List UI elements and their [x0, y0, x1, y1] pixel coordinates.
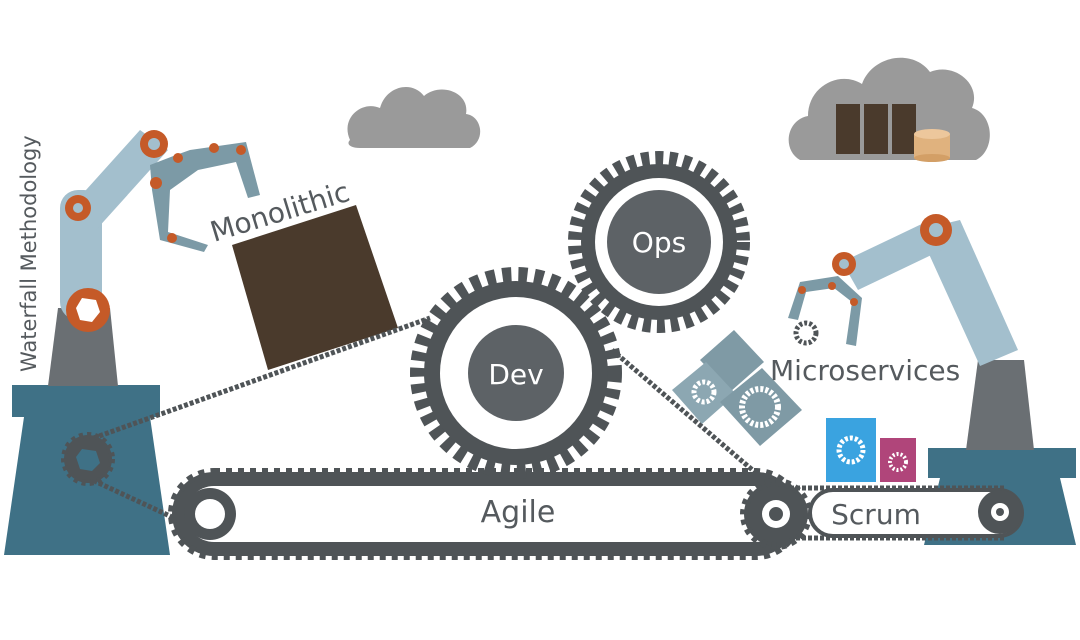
database-icon: [914, 129, 950, 162]
microservice-boxes: [672, 330, 916, 482]
microservices-label: Microservices: [770, 354, 960, 387]
agile-label: Agile: [481, 495, 556, 530]
ops-gear-icon: [568, 151, 750, 333]
gear-icon: [888, 452, 908, 472]
server-block-icon: [864, 104, 888, 154]
ops-label: Ops: [632, 226, 686, 259]
agile-conveyor: [168, 468, 812, 560]
server-block-icon: [892, 104, 916, 154]
dev-gear-icon: [410, 267, 622, 479]
scrum-label: Scrum: [831, 498, 921, 531]
server-block-icon: [836, 104, 860, 154]
scrum-belt: [808, 488, 1024, 538]
gear-icon: [691, 379, 717, 405]
gear-icon: [739, 386, 781, 428]
cloud-left-icon: [347, 86, 481, 148]
cloud-right-icon: [788, 57, 990, 162]
monolith-block: [232, 205, 398, 370]
small-gear-icon: [793, 320, 819, 346]
waterfall-label: Waterfall Methodology: [17, 135, 41, 372]
robot-arm-left: [4, 130, 260, 555]
pedestal-right: [928, 448, 1076, 478]
left-sprocket-icon: [61, 432, 115, 486]
pedestal-left: [12, 385, 160, 417]
dev-label: Dev: [488, 358, 543, 391]
gear-icon: [836, 435, 866, 465]
